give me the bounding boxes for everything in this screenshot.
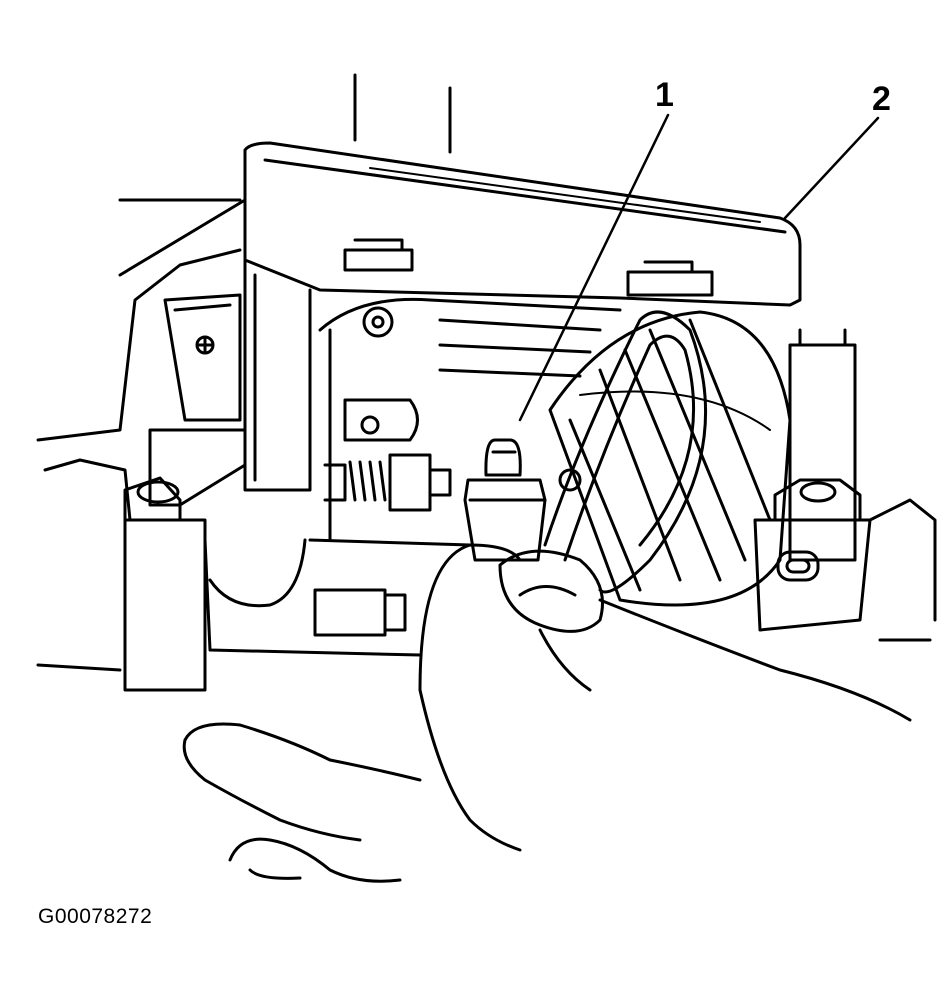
- figure-id: G00078272: [38, 905, 153, 928]
- callout-1-label: 1: [655, 76, 674, 114]
- reflector: [548, 310, 792, 607]
- body-panel: [36, 198, 247, 672]
- bulb: [463, 438, 547, 562]
- trim-cover: [243, 73, 802, 492]
- callout-2-leader: [783, 116, 880, 220]
- housing-interior: [203, 297, 622, 657]
- callout-2-label: 2: [872, 80, 891, 118]
- hand: [182, 543, 912, 883]
- wiring-harness: [543, 310, 707, 594]
- left-bracket: [123, 293, 247, 692]
- leader-lines: [518, 113, 880, 422]
- callout-1-leader: [518, 113, 670, 422]
- socket-connector: [313, 398, 582, 637]
- right-mount: [753, 328, 937, 642]
